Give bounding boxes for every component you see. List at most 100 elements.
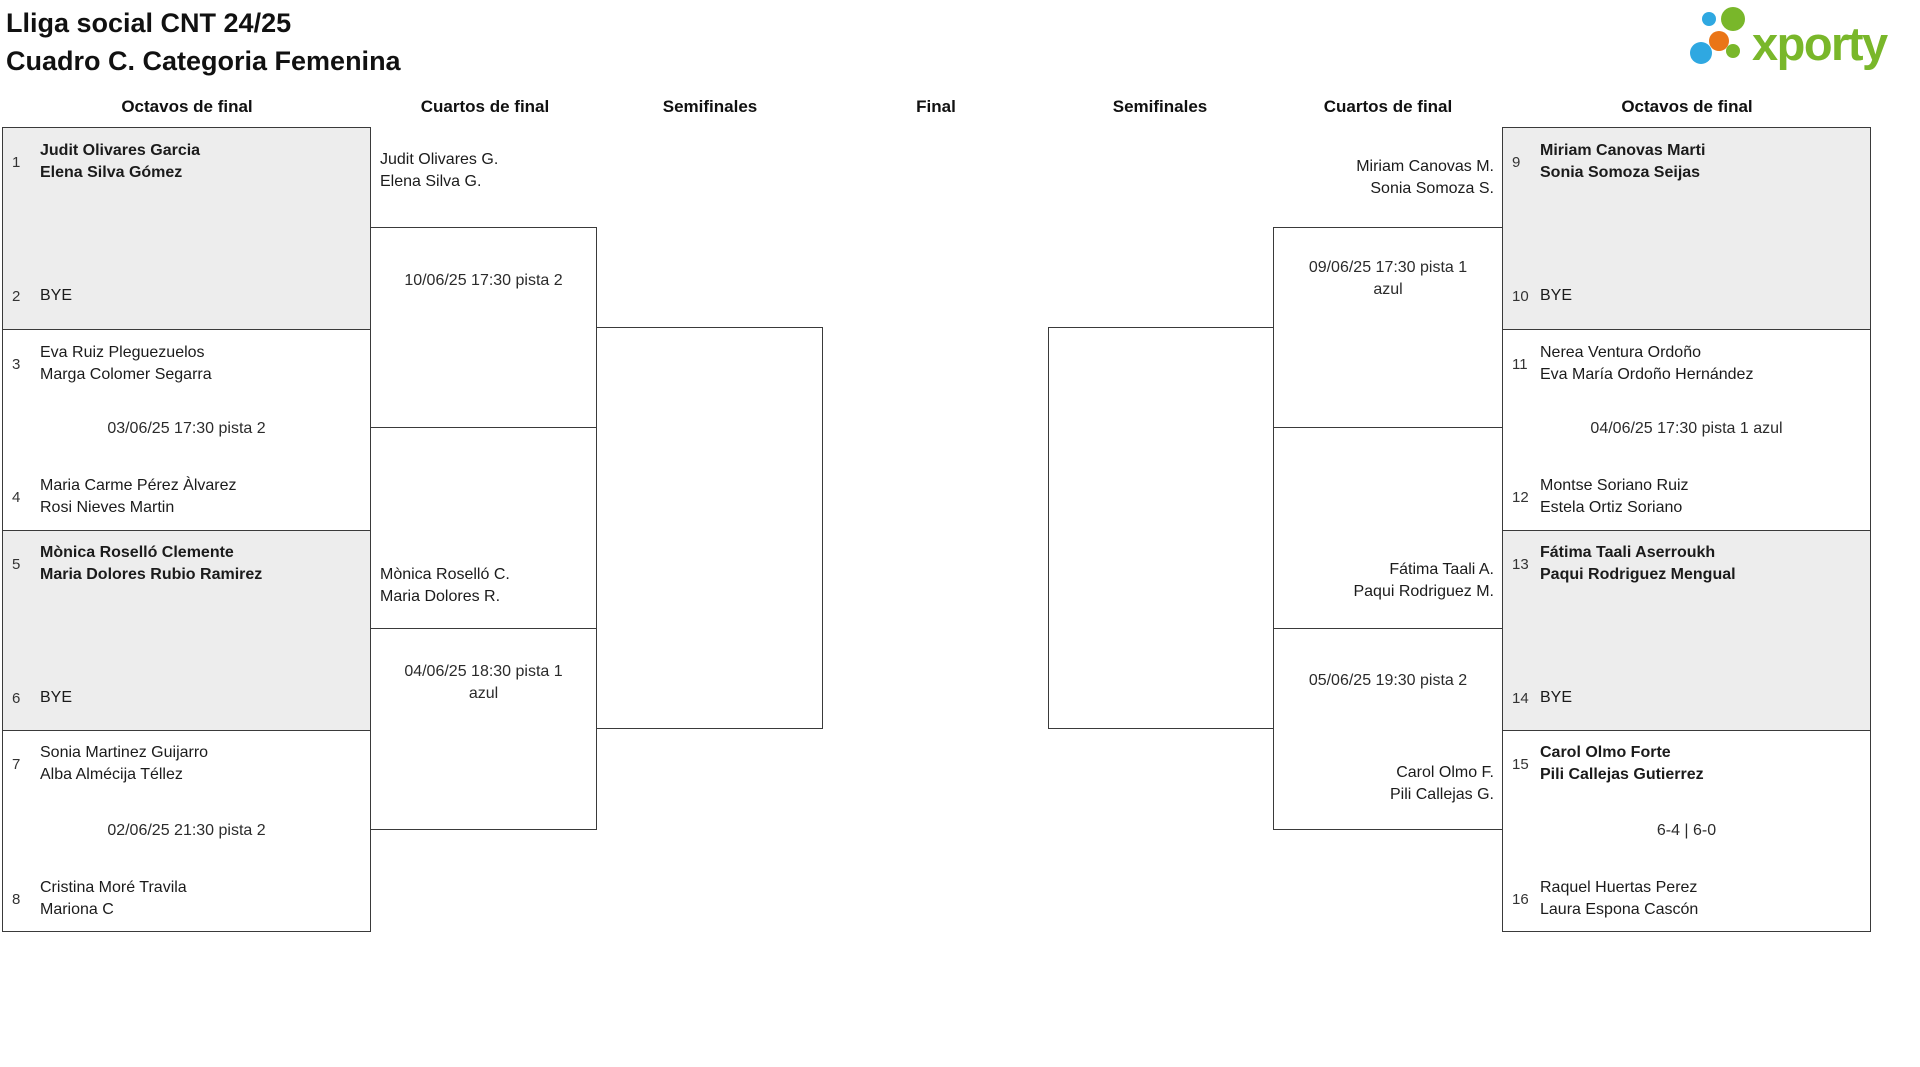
team-entry-9: 9 Miriam Canovas Marti Sonia Somoza Seij… bbox=[1503, 140, 1705, 184]
player-name: Sonia Somoza S. bbox=[1370, 180, 1494, 197]
quarterfinal-box-right-1 bbox=[1273, 227, 1503, 428]
bye-match-fill bbox=[1503, 128, 1870, 329]
seed-number: 16 bbox=[1512, 890, 1529, 908]
seed-number: 7 bbox=[12, 755, 21, 773]
player-name: Laura Espona Cascón bbox=[1540, 901, 1699, 918]
team-entry-11: 11 Nerea Ventura Ordoño Eva María Ordoño… bbox=[1503, 342, 1753, 386]
player-name: Elena Silva Gómez bbox=[40, 164, 183, 181]
round-header-semifinales-left: Semifinales bbox=[662, 97, 758, 116]
player-name: Raquel Huertas Perez bbox=[1540, 879, 1698, 896]
player-name: Paqui Rodriguez Mengual bbox=[1540, 566, 1736, 583]
advancing-team-qf-right-1: Miriam Canovas M. Sonia Somoza S. bbox=[1356, 156, 1494, 200]
player-name: Miriam Canovas M. bbox=[1356, 158, 1494, 175]
bye-label: BYE bbox=[40, 287, 73, 304]
bye-label: BYE bbox=[1540, 287, 1573, 304]
player-name: Mariona C bbox=[40, 901, 114, 918]
team-entry-8: 8 Cristina Moré Travila Mariona C bbox=[3, 877, 187, 921]
round-header-octavos-left: Octavos de final bbox=[121, 97, 253, 116]
octavos-right-column: 9 Miriam Canovas Marti Sonia Somoza Seij… bbox=[1502, 127, 1871, 932]
seed-number: 5 bbox=[12, 555, 21, 573]
quarterfinal-box-right-2 bbox=[1273, 628, 1503, 830]
xporty-logo: xporty bbox=[1686, 6, 1920, 78]
logo-dot-blue-small-icon bbox=[1702, 12, 1716, 26]
seed-number: 6 bbox=[12, 689, 21, 707]
bye-match-fill bbox=[1503, 530, 1870, 730]
seed-number: 3 bbox=[12, 355, 21, 373]
seed-number: 8 bbox=[12, 890, 21, 908]
match-schedule: 09/06/25 17:30 pista 1 azul bbox=[1308, 259, 1468, 298]
advancing-team-qf-right-2b: Carol Olmo F. Pili Callejas G. bbox=[1390, 762, 1494, 806]
match-schedule: 10/06/25 17:30 pista 2 bbox=[404, 272, 563, 289]
match-divider-line bbox=[1503, 329, 1870, 330]
player-name: Rosi Nieves Martin bbox=[40, 499, 175, 516]
bye-label: BYE bbox=[1540, 689, 1573, 706]
round-header-octavos-right: Octavos de final bbox=[1621, 97, 1753, 116]
match-schedule: 05/06/25 19:30 pista 2 bbox=[1308, 672, 1468, 689]
brand-wordmark: xporty bbox=[1752, 17, 1888, 70]
seed-number: 1 bbox=[12, 153, 21, 171]
seed-number: 14 bbox=[1512, 689, 1529, 707]
player-name: Sonia Martinez Guijarro bbox=[40, 744, 209, 761]
team-entry-14: 14 BYE bbox=[1503, 687, 1572, 709]
player-name: Sonia Somoza Seijas bbox=[1540, 164, 1701, 181]
seed-number: 13 bbox=[1512, 555, 1529, 573]
tournament-title: Lliga social CNT 24/25 bbox=[6, 8, 292, 38]
logo-dot-blue-large-icon bbox=[1690, 42, 1712, 64]
match-divider-line bbox=[3, 530, 370, 531]
player-name: Mònica Roselló Clemente bbox=[40, 544, 234, 561]
player-name: Fátima Taali Aserroukh bbox=[1540, 544, 1716, 561]
player-name: Carol Olmo Forte bbox=[1540, 744, 1671, 761]
bye-match-fill bbox=[3, 128, 370, 329]
player-name: Judit Olivares G. bbox=[380, 151, 499, 168]
player-name: Fátima Taali A. bbox=[1389, 561, 1494, 578]
advancing-team-qf-left-1: Judit Olivares G. Elena Silva G. bbox=[380, 149, 498, 193]
advancing-team-qf-left-2: Mònica Roselló C. Maria Dolores R. bbox=[380, 564, 510, 608]
match-schedule: 02/06/25 21:30 pista 2 bbox=[107, 822, 266, 839]
round-header-semifinales-right: Semifinales bbox=[1112, 97, 1208, 116]
advancing-team-qf-right-2: Fátima Taali A. Paqui Rodriguez M. bbox=[1353, 559, 1494, 603]
round-header-final: Final bbox=[916, 97, 956, 116]
match-schedule: 04/06/25 18:30 pista 1 azul bbox=[404, 663, 563, 702]
match-schedule: 04/06/25 17:30 pista 1 azul bbox=[1590, 420, 1783, 437]
team-entry-5: 5 Mònica Roselló Clemente Maria Dolores … bbox=[3, 542, 262, 586]
team-entry-16: 16 Raquel Huertas Perez Laura Espona Cas… bbox=[1503, 877, 1698, 921]
semifinal-box-left bbox=[596, 327, 823, 729]
team-entry-2: 2 BYE bbox=[3, 285, 72, 307]
player-name: Mònica Roselló C. bbox=[380, 566, 510, 583]
logo-dot-green-small-icon bbox=[1726, 44, 1740, 58]
quarterfinal-box-left-1 bbox=[370, 227, 597, 428]
player-name: Elena Silva G. bbox=[380, 173, 482, 190]
match-divider-line bbox=[1503, 530, 1870, 531]
player-name: Montse Soriano Ruiz bbox=[1540, 477, 1689, 494]
team-entry-15: 15 Carol Olmo Forte Pili Callejas Gutier… bbox=[1503, 742, 1704, 786]
player-name: Eva María Ordoño Hernández bbox=[1540, 366, 1754, 383]
team-entry-7: 7 Sonia Martinez Guijarro Alba Almécija … bbox=[3, 742, 208, 786]
seed-number: 12 bbox=[1512, 488, 1529, 506]
bye-label: BYE bbox=[40, 689, 73, 706]
player-name: Maria Carme Pérez Àlvarez bbox=[40, 477, 237, 494]
seed-number: 15 bbox=[1512, 755, 1529, 773]
player-name: Nerea Ventura Ordoño bbox=[1540, 344, 1701, 361]
match-divider-line bbox=[3, 329, 370, 330]
player-name: Judit Olivares Garcia bbox=[40, 142, 201, 159]
player-name: Marga Colomer Segarra bbox=[40, 366, 212, 383]
semifinal-box-right bbox=[1048, 327, 1274, 729]
seed-number: 2 bbox=[12, 287, 21, 305]
player-name: Maria Dolores R. bbox=[380, 588, 501, 605]
octavos-left-column: 1 Judit Olivares Garcia Elena Silva Góme… bbox=[2, 127, 371, 932]
quarterfinal-box-left-2 bbox=[370, 628, 597, 830]
player-name: Miriam Canovas Marti bbox=[1540, 142, 1706, 159]
seed-number: 10 bbox=[1512, 287, 1529, 305]
match-schedule: 03/06/25 17:30 pista 2 bbox=[107, 420, 266, 437]
tournament-subtitle: Cuadro C. Categoria Femenina bbox=[6, 46, 401, 76]
team-entry-12: 12 Montse Soriano Ruiz Estela Ortiz Sori… bbox=[1503, 475, 1689, 519]
seed-number: 9 bbox=[1512, 153, 1521, 171]
player-name: Carol Olmo F. bbox=[1396, 764, 1494, 781]
team-entry-4: 4 Maria Carme Pérez Àlvarez Rosi Nieves … bbox=[3, 475, 237, 519]
tournament-title-block: Lliga social CNT 24/25 Cuadro C. Categor… bbox=[6, 4, 401, 80]
team-entry-10: 10 BYE bbox=[1503, 285, 1572, 307]
player-name: Eva Ruiz Pleguezuelos bbox=[40, 344, 205, 361]
logo-dot-orange-icon bbox=[1709, 31, 1729, 51]
player-name: Alba Almécija Téllez bbox=[40, 766, 183, 783]
match-divider-line bbox=[3, 730, 370, 731]
